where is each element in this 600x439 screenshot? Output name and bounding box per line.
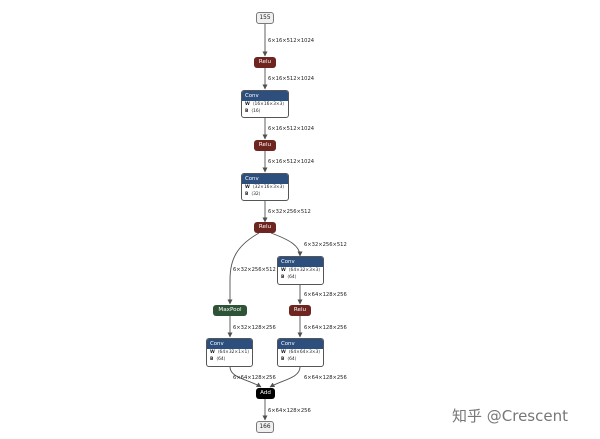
weight-shape: ⟨64×64×3×3⟩ (288, 350, 321, 355)
edge-label: 6×32×128×256 (233, 325, 276, 331)
conv-bias-row: B⟨64⟩ (207, 356, 252, 363)
input-node[interactable]: 155 (256, 12, 274, 24)
conv-title: Conv (278, 257, 323, 267)
conv-weight-row: W⟨64×32×1×1⟩ (207, 349, 252, 356)
edge-label: 6×64×128×256 (304, 375, 347, 381)
bias-shape: ⟨16⟩ (251, 109, 261, 114)
relu-node[interactable]: Relu (254, 57, 276, 68)
edge-label: 6×64×128×256 (304, 292, 347, 298)
conv-node[interactable]: Conv W⟨16×16×3×3⟩ B⟨16⟩ (241, 90, 289, 118)
conv-title: Conv (207, 339, 252, 349)
conv-title: Conv (278, 339, 323, 349)
bias-key: B (245, 192, 249, 197)
edge-label: 6×16×512×1024 (268, 159, 315, 165)
bias-shape: ⟨64⟩ (287, 357, 297, 362)
weight-key: W (281, 268, 286, 273)
edge-label: 6×32×256×512 (304, 242, 347, 248)
relu-node[interactable]: Relu (254, 222, 276, 233)
weight-shape: ⟨64×32×3×3⟩ (288, 268, 321, 273)
bias-key: B (245, 109, 249, 114)
conv-weight-row: W⟨32×16×3×3⟩ (242, 184, 288, 191)
weight-shape: ⟨64×32×1×1⟩ (217, 350, 250, 355)
conv-title: Conv (242, 91, 288, 101)
conv-bias-row: B⟨16⟩ (242, 108, 288, 115)
weight-key: W (281, 350, 286, 355)
relu-node[interactable]: Relu (289, 305, 311, 316)
bias-key: B (210, 357, 214, 362)
conv-node[interactable]: Conv W⟨64×32×3×3⟩ B⟨64⟩ (277, 256, 324, 285)
conv-bias-row: B⟨64⟩ (278, 274, 323, 281)
conv-bias-row: B⟨32⟩ (242, 191, 288, 198)
edge-relu3-maxpool (227, 232, 260, 305)
bias-key: B (281, 275, 285, 280)
bias-shape: ⟨64⟩ (216, 357, 226, 362)
weight-shape: ⟨16×16×3×3⟩ (252, 102, 285, 107)
edge-label: 6×64×128×256 (268, 408, 311, 414)
weight-shape: ⟨32×16×3×3⟩ (252, 185, 285, 190)
bias-shape: ⟨32⟩ (251, 192, 261, 197)
edge-relu3-conv3 (270, 232, 303, 257)
weight-key: W (245, 102, 250, 107)
edge-label: 6×16×512×1024 (268, 38, 315, 44)
conv-weight-row: W⟨64×32×3×3⟩ (278, 267, 323, 274)
edge-label: 6×16×512×1024 (268, 126, 315, 132)
conv-weight-row: W⟨16×16×3×3⟩ (242, 101, 288, 108)
conv-node[interactable]: Conv W⟨64×64×3×3⟩ B⟨64⟩ (277, 338, 324, 367)
edge-conv4-add (229, 366, 262, 388)
conv-title: Conv (242, 174, 288, 184)
edge-label: 6×64×128×256 (233, 375, 276, 381)
weight-key: W (245, 185, 250, 190)
bias-shape: ⟨64⟩ (287, 275, 297, 280)
edge-label: 6×32×256×512 (233, 267, 276, 273)
conv-weight-row: W⟨64×64×3×3⟩ (278, 349, 323, 356)
bias-key: B (281, 357, 285, 362)
maxpool-node[interactable]: MaxPool (213, 305, 247, 316)
edge-label: 6×16×512×1024 (268, 76, 315, 82)
conv-node[interactable]: Conv W⟨32×16×3×3⟩ B⟨32⟩ (241, 173, 289, 201)
relu-node[interactable]: Relu (254, 140, 276, 151)
conv-bias-row: B⟨64⟩ (278, 356, 323, 363)
add-node[interactable]: Add (256, 388, 275, 399)
weight-key: W (210, 350, 215, 355)
edge-conv5-add (269, 366, 301, 388)
edge-label: 6×32×256×512 (268, 209, 311, 215)
watermark: 知乎 @Crescent (452, 407, 568, 425)
conv-node[interactable]: Conv W⟨64×32×1×1⟩ B⟨64⟩ (206, 338, 253, 367)
output-node[interactable]: 166 (256, 421, 274, 433)
edge-label: 6×64×128×256 (304, 325, 347, 331)
